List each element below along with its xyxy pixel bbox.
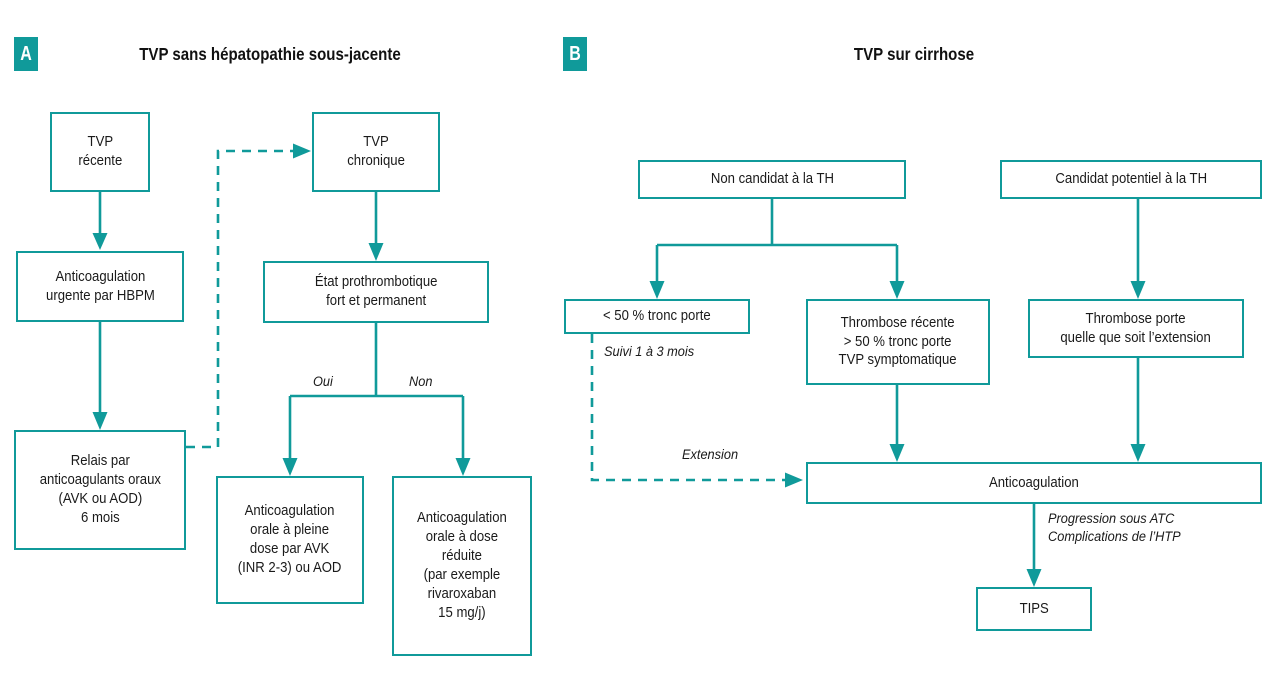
node-non-candidat-th[interactable]: Non candidat à la TH	[638, 160, 906, 199]
node-non-candidat-th-label: Non candidat à la TH	[710, 171, 834, 188]
node-anticoagulation-label: Anticoagulation	[989, 474, 1079, 491]
edge-tvpchronique-to-etat	[368, 192, 384, 261]
edge-etat-split	[282, 323, 471, 476]
edge-label-non: Non	[409, 374, 433, 390]
edge-anticoagurgente-to-relais	[92, 322, 108, 430]
panel-b-title: TVP sur cirrhose	[853, 44, 975, 64]
node-tronc-porte-inf-50[interactable]: < 50 % tronc porte	[564, 299, 750, 334]
edge-label-progression: Progression sous ATC Complications de l’…	[1048, 510, 1195, 547]
node-tips[interactable]: TIPS	[976, 587, 1092, 631]
edge-label-suivi: Suivi 1 à 3 mois	[604, 344, 695, 360]
node-tronc-porte-inf-50-label: < 50 % tronc porte	[603, 308, 711, 325]
edge-anticoagulation-to-tips	[1026, 504, 1042, 587]
node-candidat-potentiel-th[interactable]: Candidat potentiel à la TH	[1000, 160, 1262, 199]
node-anticoagulation[interactable]: Anticoagulation	[806, 462, 1262, 504]
panel-b-badge: B	[563, 37, 593, 71]
node-candidat-potentiel-th-label: Candidat potentiel à la TH	[1055, 171, 1207, 188]
edge-thromboserecente-to-anticoagulation	[889, 385, 905, 462]
edge-label-progression-line1: Progression sous ATC	[1048, 511, 1175, 527]
edge-label-extension: Extension	[682, 447, 739, 463]
edge-label-progression-line2: Complications de l’HTP	[1048, 529, 1181, 546]
edge-candidatpotentiel-to-thromboseporte	[1130, 199, 1146, 299]
edge-noncandidat-split	[649, 199, 905, 299]
panel-b-badge-letter: B	[563, 37, 587, 71]
panel-a-badge: A	[14, 37, 44, 71]
edge-thromboseporte-to-anticoagulation	[1130, 358, 1146, 462]
panel-a-badge-letter: A	[14, 37, 38, 71]
edge-label-oui: Oui	[313, 374, 333, 390]
edge-tvprecente-to-anticoagurgente	[92, 192, 108, 250]
panel-a-title: TVP sans hépatopathie sous-jacente	[139, 44, 401, 64]
node-tips-label: TIPS	[1019, 600, 1049, 617]
